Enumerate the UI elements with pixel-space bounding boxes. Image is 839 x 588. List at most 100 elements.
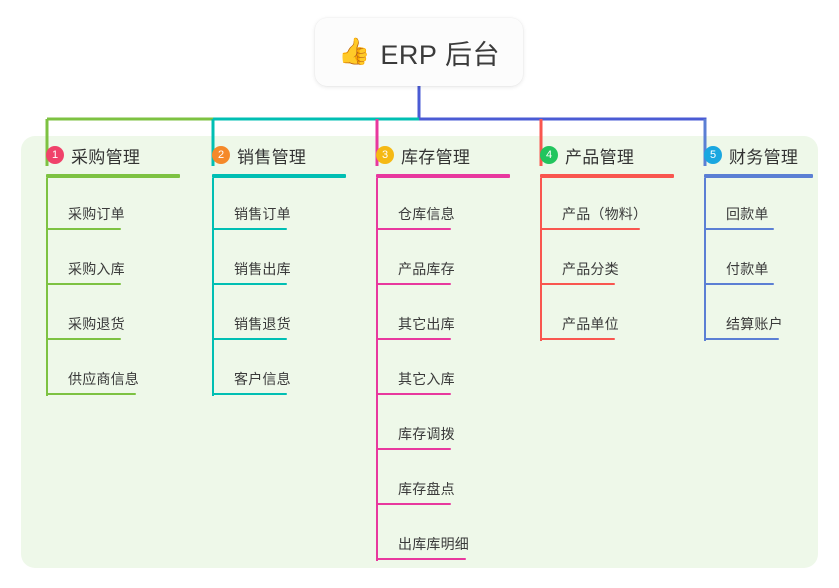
- branch-item[interactable]: 仓库信息: [366, 178, 516, 233]
- branch-spine: [376, 178, 378, 561]
- branch-item-underline: [540, 338, 615, 340]
- branch-item-label: 销售出库: [234, 261, 291, 277]
- branch-item[interactable]: 结算账户: [694, 288, 819, 343]
- branch-item[interactable]: 采购退货: [36, 288, 186, 343]
- branch-column: 5 财务管理回款单付款单结算账户: [694, 143, 819, 343]
- diagram-background-panel: [21, 136, 818, 568]
- branch-title: 产品管理: [565, 147, 635, 167]
- branch-item[interactable]: 销售订单: [202, 178, 352, 233]
- branch-item-label: 产品库存: [398, 261, 455, 277]
- branch-item-label: 库存盘点: [398, 481, 455, 497]
- branch-item-label: 供应商信息: [68, 371, 139, 387]
- branch-item[interactable]: 采购入库: [36, 233, 186, 288]
- branch-number-badge: 2: [212, 146, 230, 164]
- branch-item[interactable]: 回款单: [694, 178, 819, 233]
- branch-column: 2 销售管理销售订单销售出库销售退货客户信息: [202, 143, 352, 398]
- branch-item-underline: [46, 283, 121, 285]
- branch-item-label: 其它入库: [398, 371, 455, 387]
- branch-item[interactable]: 产品库存: [366, 233, 516, 288]
- branch-item-underline: [376, 283, 451, 285]
- branch-item-label: 其它出库: [398, 316, 455, 332]
- branch-item-label: 仓库信息: [398, 206, 455, 222]
- branch-item-label: 结算账户: [726, 316, 783, 332]
- branch-item-underline: [376, 338, 451, 340]
- branch-item-underline: [46, 338, 121, 340]
- branch-item[interactable]: 产品（物料）: [530, 178, 680, 233]
- branch-header[interactable]: 5 财务管理: [694, 143, 819, 167]
- branch-spine: [540, 178, 542, 341]
- branch-number-badge: 5: [704, 146, 722, 164]
- branch-item-label: 销售退货: [234, 316, 291, 332]
- branch-item-underline: [46, 228, 121, 230]
- branch-item-label: 产品（物料）: [562, 206, 648, 222]
- root-node[interactable]: 👍 ERP 后台: [315, 18, 523, 86]
- branch-item-underline: [540, 228, 640, 230]
- root-title: ERP 后台: [380, 39, 500, 70]
- branch-number-badge: 1: [46, 146, 64, 164]
- branch-item-underline: [376, 558, 466, 560]
- branch-item[interactable]: 出库库明细: [366, 508, 516, 563]
- branch-spine: [212, 178, 214, 396]
- branch-header[interactable]: 1 采购管理: [36, 143, 186, 167]
- branch-header[interactable]: 4 产品管理: [530, 143, 680, 167]
- branch-item[interactable]: 库存盘点: [366, 453, 516, 508]
- branch-header[interactable]: 2 销售管理: [202, 143, 352, 167]
- branch-item[interactable]: 产品分类: [530, 233, 680, 288]
- branch-item-underline: [46, 393, 136, 395]
- branch-item-underline: [212, 228, 287, 230]
- branch-item[interactable]: 库存调拨: [366, 398, 516, 453]
- branch-item[interactable]: 供应商信息: [36, 343, 186, 398]
- branch-item-underline: [376, 503, 451, 505]
- branch-item-underline: [212, 283, 287, 285]
- branch-item-label: 产品单位: [562, 316, 619, 332]
- branch-item[interactable]: 其它入库: [366, 343, 516, 398]
- branch-item-underline: [376, 448, 451, 450]
- branch-item-underline: [376, 393, 451, 395]
- branch-item-label: 采购退货: [68, 316, 125, 332]
- branch-item-underline: [540, 283, 615, 285]
- branch-item-label: 出库库明细: [398, 536, 469, 552]
- branch-item-list: 仓库信息产品库存其它出库其它入库库存调拨库存盘点出库库明细: [366, 178, 516, 563]
- branch-item-label: 库存调拨: [398, 426, 455, 442]
- branch-item-list: 回款单付款单结算账户: [694, 178, 819, 343]
- branch-item[interactable]: 其它出库: [366, 288, 516, 343]
- branch-title: 财务管理: [729, 147, 799, 167]
- branch-item-underline: [212, 338, 287, 340]
- branch-underline: [540, 174, 674, 178]
- branch-underline: [212, 174, 346, 178]
- thumbs-up-icon: 👍: [338, 37, 371, 67]
- branch-item-underline: [704, 283, 774, 285]
- branch-item[interactable]: 销售退货: [202, 288, 352, 343]
- branch-underline: [376, 174, 510, 178]
- branch-number-badge: 4: [540, 146, 558, 164]
- branch-item-underline: [212, 393, 287, 395]
- branch-item-label: 回款单: [726, 206, 769, 222]
- branch-item-underline: [704, 338, 779, 340]
- branch-title: 库存管理: [401, 147, 471, 167]
- branch-item-label: 采购入库: [68, 261, 125, 277]
- branch-item-label: 产品分类: [562, 261, 619, 277]
- branch-item-underline: [704, 228, 774, 230]
- branch-column: 4 产品管理产品（物料） 产品分类产品单位: [530, 143, 680, 343]
- branch-spine: [46, 178, 48, 396]
- branch-underline: [704, 174, 813, 178]
- branch-title: 销售管理: [237, 147, 307, 167]
- branch-item[interactable]: 付款单: [694, 233, 819, 288]
- branch-title: 采购管理: [71, 147, 141, 167]
- branch-item[interactable]: 采购订单: [36, 178, 186, 233]
- branch-column: 1 采购管理采购订单采购入库采购退货供应商信息: [36, 143, 186, 398]
- branch-item-label: 客户信息: [234, 371, 291, 387]
- branch-item-label: 付款单: [726, 261, 769, 277]
- branch-item-list: 产品（物料） 产品分类产品单位: [530, 178, 680, 343]
- branch-item-label: 销售订单: [234, 206, 291, 222]
- branch-item-label: 采购订单: [68, 206, 125, 222]
- branch-underline: [46, 174, 180, 178]
- branch-item-list: 采购订单采购入库采购退货供应商信息: [36, 178, 186, 398]
- branch-item[interactable]: 产品单位: [530, 288, 680, 343]
- branch-spine: [704, 178, 706, 341]
- branch-item[interactable]: 销售出库: [202, 233, 352, 288]
- branch-item[interactable]: 客户信息: [202, 343, 352, 398]
